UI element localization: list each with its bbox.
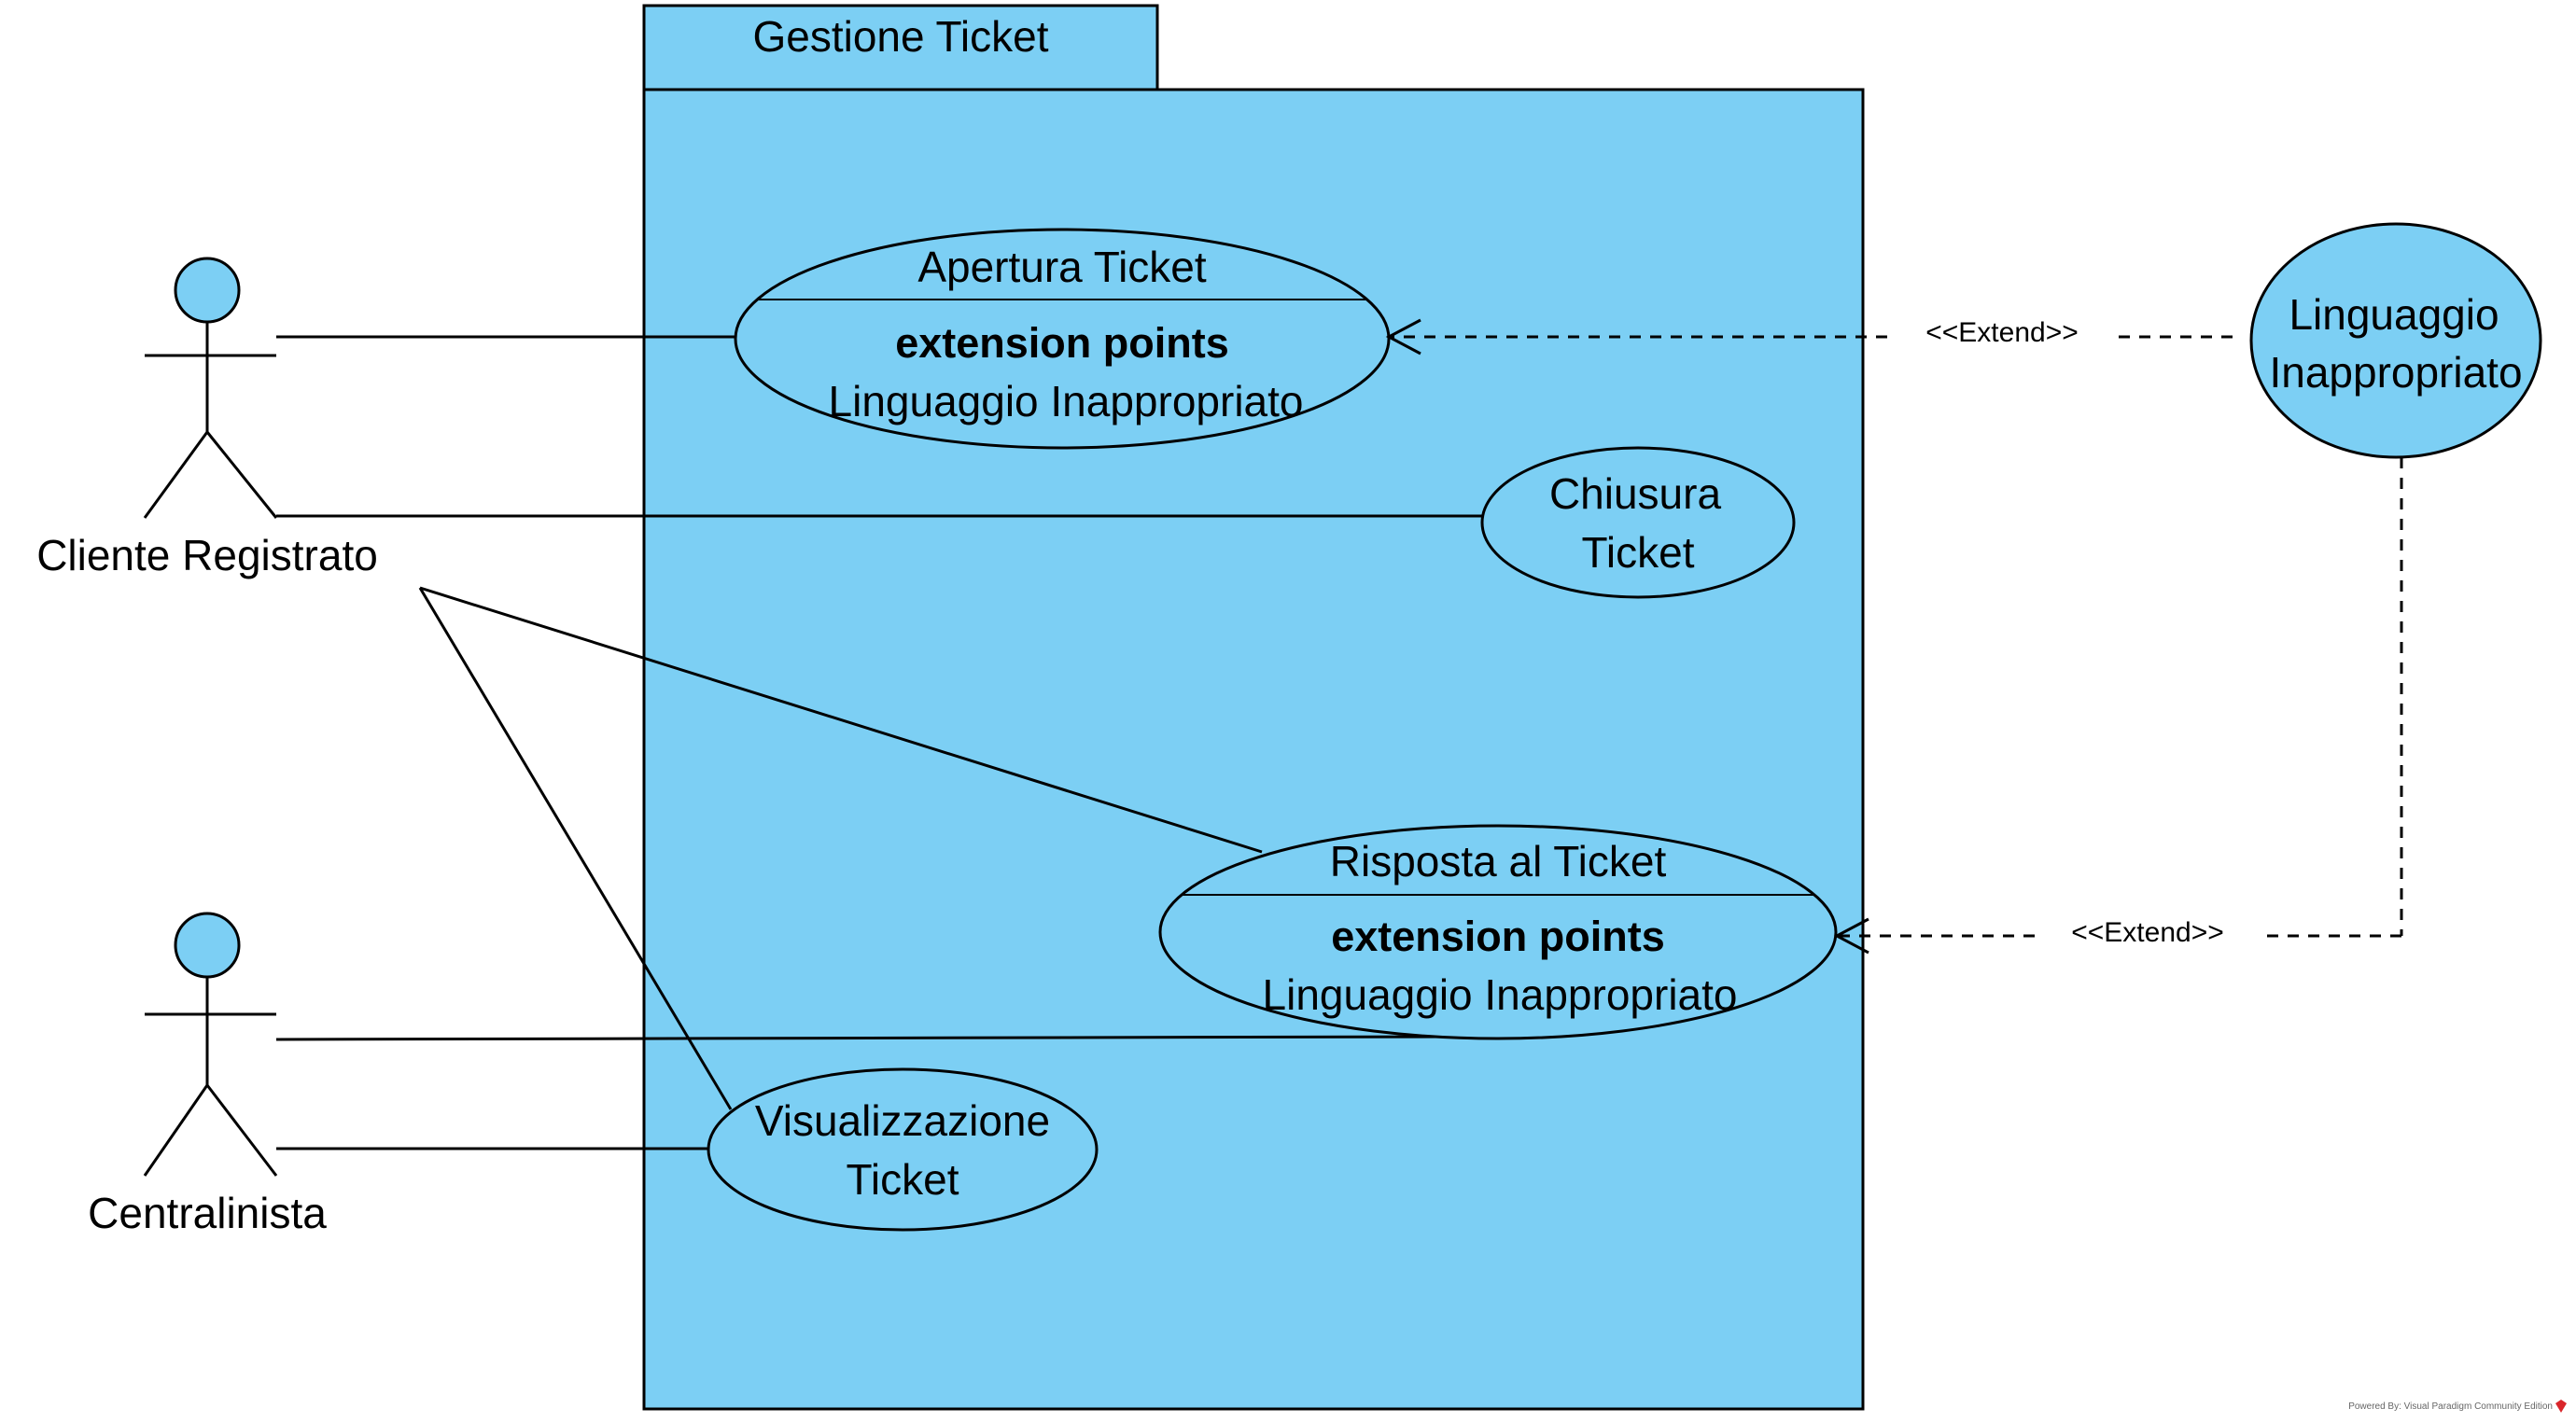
extension-points-header: extension points (1331, 913, 1665, 960)
usecase-visualizzazione-ticket[interactable]: Visualizzazione Ticket (707, 1067, 1099, 1232)
open-arrowhead (1833, 917, 1869, 955)
usecase-label-line2: Inappropriato (2269, 348, 2522, 397)
usecase-apertura-ticket[interactable]: Apertura Ticket extension points Linguag… (728, 228, 1396, 450)
usecase-linguaggio-inappropriato[interactable]: Linguaggio Inappropriato (2249, 222, 2542, 459)
extension-points-header: extension points (895, 319, 1229, 367)
usecase-chiusura-ticket[interactable]: Chiusura Ticket (1480, 446, 1796, 599)
package-tab (642, 4, 1159, 91)
assoc-cliente-risposta (419, 586, 1263, 854)
assoc-centralinista-risposta (275, 1035, 1454, 1041)
extension-point: Linguaggio Inappropriato (1263, 970, 1738, 1019)
open-arrowhead (1385, 318, 1421, 356)
usecase-label-line2: Ticket (847, 1155, 959, 1204)
actor-centralinista[interactable] (143, 912, 278, 1177)
usecase-label-line2: Ticket (1582, 528, 1695, 577)
usecase-label-line1: Linguaggio (2289, 290, 2499, 339)
usecase-risposta-al-ticket[interactable]: Risposta al Ticket extension points Ling… (1157, 824, 1839, 1040)
actor-label-centralinista: Centralinista (88, 1189, 327, 1237)
usecase-label-line1: Chiusura (1549, 469, 1722, 518)
extension-point: Linguaggio Inappropriato (829, 377, 1304, 425)
actor-head (174, 257, 241, 324)
package-name: Gestione Ticket (752, 12, 1048, 61)
footer-text: Powered By: Visual Paradigm Community Ed… (2348, 1401, 2553, 1412)
extend-relation-apertura[interactable] (1385, 318, 2233, 356)
actor-cliente-registrato[interactable] (143, 257, 278, 519)
extend-label-2: <<Extend>> (2071, 917, 2223, 948)
usecase-label-line1: Visualizzazione (755, 1096, 1050, 1145)
assoc-cliente-visualizzazione (418, 587, 733, 1110)
footer-watermark: Powered By: Visual Paradigm Community Ed… (2348, 1400, 2567, 1413)
associations (275, 335, 1484, 1150)
usecase-title: Apertura Ticket (917, 243, 1207, 291)
usecase-title: Risposta al Ticket (1330, 837, 1667, 885)
actor-head (174, 912, 241, 979)
vp-logo-icon (2555, 1400, 2567, 1413)
extend-label-1: <<Extend>> (1925, 317, 2078, 348)
extend-relation-risposta[interactable] (1833, 457, 2403, 955)
actor-label-cliente: Cliente Registrato (36, 531, 378, 579)
